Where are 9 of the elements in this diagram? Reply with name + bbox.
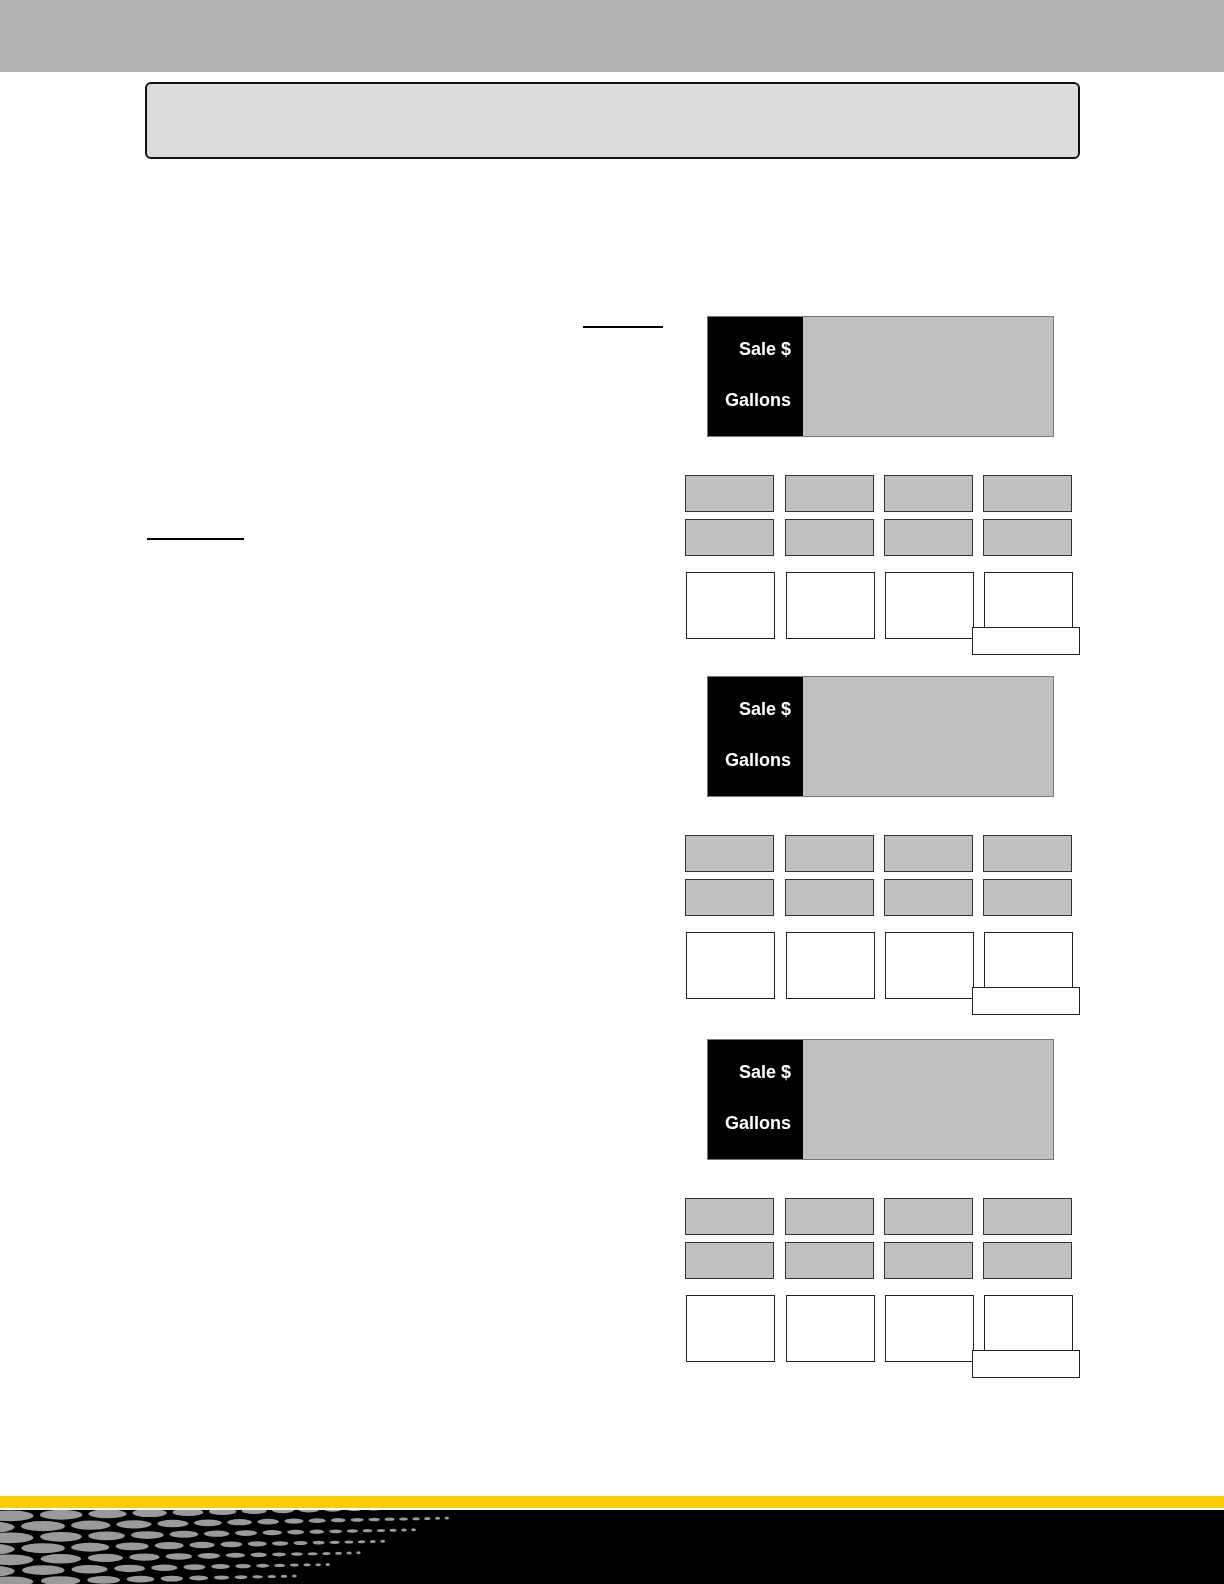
sale-label: Sale $ <box>738 339 791 360</box>
gallons-label: Gallons <box>725 750 791 771</box>
pump-display <box>707 676 1054 797</box>
pump-display <box>707 316 1054 437</box>
gallons-label: Gallons <box>725 390 791 411</box>
pump-display <box>707 1039 1054 1160</box>
sale-label: Sale $ <box>738 699 791 720</box>
sale-label: Sale $ <box>738 1062 791 1083</box>
gallons-label: Gallons <box>725 1113 791 1134</box>
